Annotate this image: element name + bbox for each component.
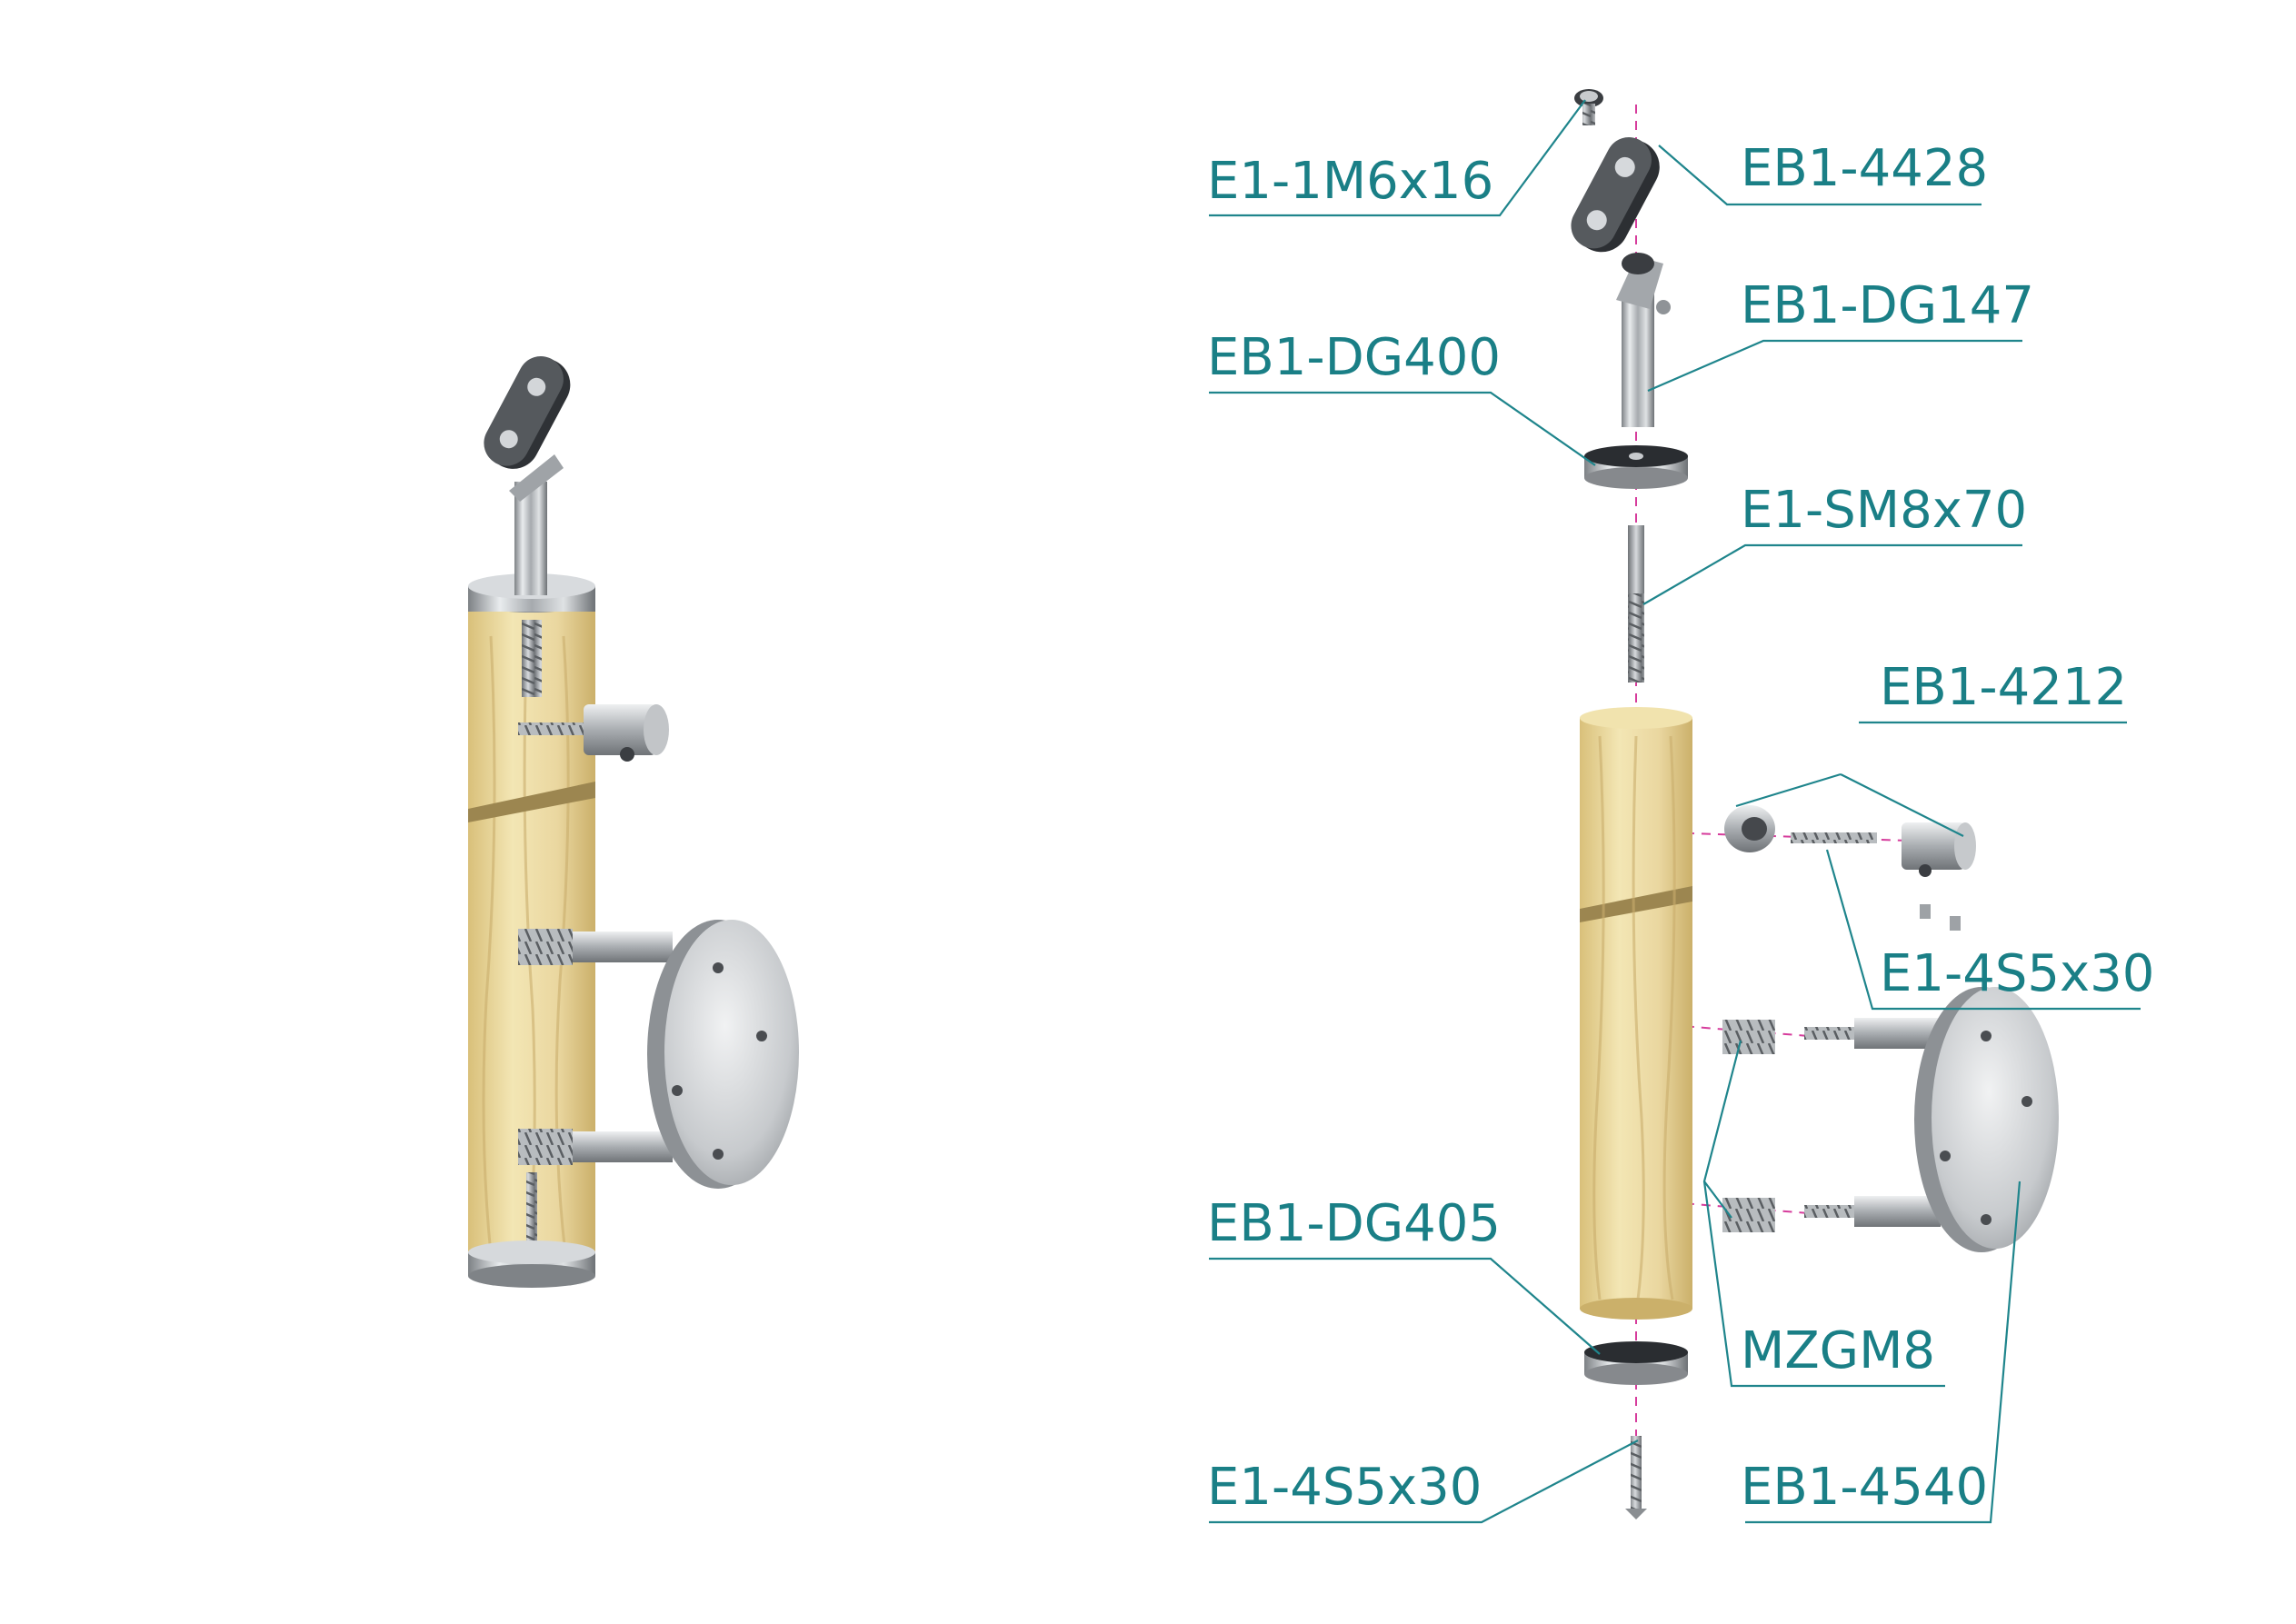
- label-bottom-screw: E1-4S5x30: [1207, 1458, 1482, 1517]
- label-bar-screw: E1-4S5x30: [1880, 944, 2154, 1003]
- leader-threaded-insert: [1702, 1040, 1742, 1219]
- leader-cover-disc-top: [1209, 391, 1596, 466]
- cover-disc-bottom-part: [1584, 1341, 1688, 1385]
- stud-screw-part: [1628, 525, 1644, 682]
- label-bar-holder: EB1-4212: [1880, 658, 2127, 717]
- leader-wall-flange: [1745, 1181, 2021, 1524]
- leader-saddle-plate: [1658, 144, 1982, 206]
- assembled-post: [468, 355, 799, 1288]
- assembled-saddle-plate: [484, 355, 571, 469]
- screw-m6x16-part: [1574, 89, 1603, 125]
- label-cover-disc-bottom: EB1-DG405: [1207, 1194, 1501, 1253]
- bottom-screw-part: [1625, 1436, 1647, 1519]
- leader-bar-holder-b: [1840, 773, 1964, 837]
- assembled-upper-stud: [573, 932, 673, 962]
- assembled-lower-stud: [573, 1131, 673, 1162]
- assembled-bar-holder: [584, 704, 656, 755]
- exploded-wood-post: [1580, 707, 1692, 1320]
- label-screw-m6x16: E1-1M6x16: [1207, 152, 1493, 211]
- label-saddle-plate: EB1-4428: [1741, 139, 1988, 198]
- leader-bottom-screw: [1209, 1440, 1639, 1524]
- label-wall-flange: EB1-4540: [1741, 1458, 1988, 1517]
- threaded-insert-part: [1722, 1020, 1775, 1232]
- label-cover-disc-top: EB1-DG400: [1207, 328, 1501, 387]
- wall-flange-part: [1804, 987, 2059, 1252]
- leader-screw-m6x16: [1209, 99, 1586, 217]
- leader-tilt-post: [1647, 339, 2022, 393]
- leader-cover-disc-bottom: [1209, 1257, 1601, 1355]
- label-stud-screw: E1-SM8x70: [1741, 481, 2027, 540]
- leader-bar-holder-a: [1735, 772, 1842, 808]
- leader-threaded-insert-b: [1702, 1181, 1945, 1388]
- exploded-view: E1-1M6x16 EB1-4428 EB1-DG147 EB1-DG400 E…: [1207, 89, 2154, 1524]
- leader-bar-screw: [1825, 849, 2141, 1011]
- tilt-post-part: [1616, 253, 1671, 427]
- saddle-plate-part: [1571, 136, 1660, 253]
- label-threaded-insert: MZGM8: [1741, 1321, 1935, 1380]
- cover-disc-top-part: [1584, 445, 1688, 489]
- leader-stud-screw: [1642, 543, 2022, 605]
- label-tilt-post: EB1-DG147: [1741, 276, 2034, 335]
